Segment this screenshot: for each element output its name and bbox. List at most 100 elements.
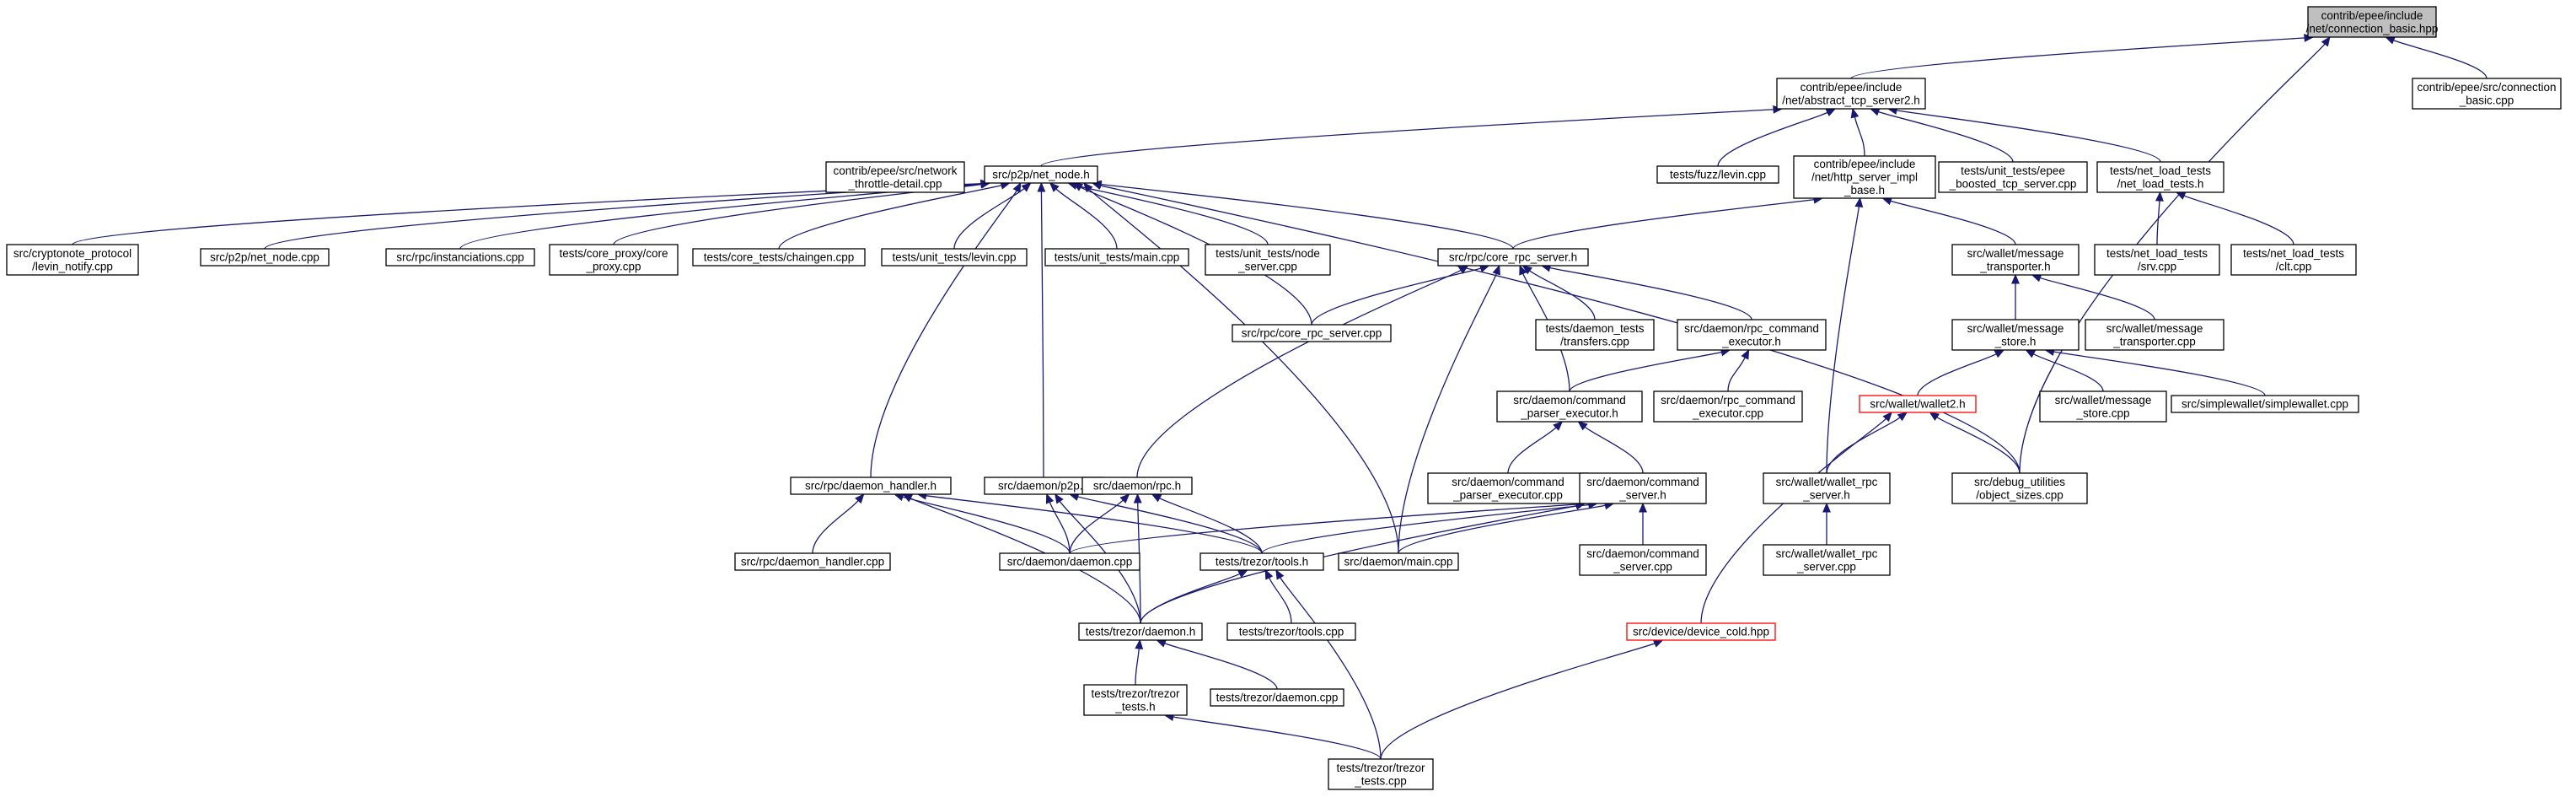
edge-object-sizes-cpp-to-wallet2-h [1929, 412, 2021, 474]
node-core-rpc-server-cpp[interactable]: src/rpc/core_rpc_server.cpp [1232, 324, 1392, 342]
node-chaingen-cpp[interactable]: tests/core_tests/chaingen.cpp [692, 248, 866, 267]
edge-core-rpc-server-h-to-net-node-h [1091, 180, 1514, 250]
arrowhead [1652, 639, 1664, 648]
node-label: _transporter.h [1979, 260, 2050, 272]
arrowhead [2385, 36, 2396, 45]
node-daemon-tests-transfers-cpp[interactable]: tests/daemon_tests/transfers.cpp [1535, 319, 1655, 351]
node-nlt-srv-cpp[interactable]: tests/net_load_tests/srv.cpp [2094, 244, 2220, 276]
node-daemon-rpc-h[interactable]: src/daemon/rpc.h [1081, 477, 1193, 495]
node-daemon-daemon-cpp[interactable]: src/daemon/daemon.cpp [999, 552, 1140, 571]
node-label: contrib/epee/include [2321, 9, 2423, 22]
node-trezor-daemon-h[interactable]: tests/trezor/daemon.h [1078, 622, 1203, 641]
node-label: tests/trezor/daemon.cpp [1216, 692, 1339, 704]
node-rpc-command-executor-cpp[interactable]: src/daemon/rpc_command_executor.cpp [1653, 390, 1803, 423]
node-net-load-tests-h[interactable]: tests/net_load_tests/net_load_tests.h [2096, 161, 2224, 193]
node-command-server-cpp[interactable]: src/daemon/command_server.cpp [1579, 544, 1707, 576]
node-trezor-tests-h[interactable]: tests/trezor/trezor_tests.h [1083, 684, 1188, 716]
node-box [999, 552, 1140, 571]
node-daemon-main-cpp[interactable]: src/daemon/main.cpp [1338, 552, 1459, 571]
node-label: /transfers.cpp [1560, 335, 1629, 347]
node-trezor-tests-cpp[interactable]: tests/trezor/trezor_tests.cpp [1328, 758, 1434, 790]
node-epee-boosted-tcp-server-cpp[interactable]: tests/unit_tests/epee_boosted_tcp_server… [1938, 161, 2088, 193]
node-box [1496, 390, 1643, 423]
node-message-store-cpp[interactable]: src/wallet/message_store.cpp [2039, 390, 2167, 423]
node-label: _server.cpp [1237, 260, 1297, 272]
node-device-cold-hpp[interactable]: src/device/device_cold.hpp [1626, 622, 1776, 641]
arrowhead [1822, 502, 1831, 513]
arrowhead [1119, 493, 1130, 504]
node-message-store-h[interactable]: src/wallet/message_store.h [1951, 319, 2080, 351]
node-fuzz-levin-cpp[interactable]: tests/fuzz/levin.cpp [1656, 165, 1779, 184]
node-label: _tests.cpp [1354, 774, 1407, 787]
node-message-transporter-h[interactable]: src/wallet/message_transporter.h [1951, 244, 2080, 276]
node-connection-basic-cpp[interactable]: contrib/epee/src/connection_basic.cpp [2412, 78, 2562, 110]
node-unit-levin-cpp[interactable]: tests/unit_tests/levin.cpp [881, 248, 1028, 267]
node-wallet-rpc-server-h[interactable]: src/wallet/wallet_rpc_server.h [1763, 472, 1891, 504]
node-daemon-handler-h[interactable]: src/rpc/daemon_handler.h [790, 477, 952, 495]
node-message-transporter-cpp[interactable]: src/wallet/message_transporter.cpp [2085, 319, 2224, 351]
edge-line [1584, 426, 1644, 474]
edge-line [1164, 643, 1278, 690]
node-label: src/wallet/wallet2.h [1870, 398, 1965, 411]
node-core-rpc-server-h[interactable]: src/rpc/core_rpc_server.h [1437, 248, 1589, 267]
edge-connection-basic-cpp-to-connection-basic-hpp [2385, 36, 2487, 79]
node-connection-basic-hpp[interactable]: contrib/epee/include/net/connection_basi… [2306, 6, 2439, 38]
node-trezor-tools-h[interactable]: tests/trezor/tools.h [1199, 552, 1324, 571]
node-simplewallet-cpp[interactable]: src/simplewallet/simplewallet.cpp [2171, 395, 2359, 413]
node-box [1951, 244, 2080, 276]
edge-line [613, 183, 982, 245]
node-label: tests/trezor/daemon.h [1086, 626, 1196, 638]
node-net-node-cpp[interactable]: src/p2p/net_node.cpp [200, 248, 330, 267]
node-command-server-h[interactable]: src/daemon/command_server.h [1579, 472, 1707, 504]
node-instanciations-cpp[interactable]: src/rpc/instanciations.cpp [385, 248, 535, 267]
node-wallet2-h[interactable]: src/wallet/wallet2.h [1859, 395, 1977, 413]
node-unit-main-cpp[interactable]: tests/unit_tests/main.cpp [1044, 248, 1189, 267]
edge-trezor-daemon-h-to-daemon-p2p-h [1055, 493, 1141, 624]
node-label: contrib/epee/src/network [833, 164, 957, 177]
node-daemon-p2p-h[interactable]: src/daemon/p2p.h [984, 477, 1103, 495]
node-box [1205, 244, 1331, 276]
node-box [1951, 319, 2080, 351]
node-command-parser-executor-cpp[interactable]: src/daemon/command_parser_executor.cpp [1427, 472, 1589, 504]
arrowhead [1882, 412, 1893, 423]
edge-line [1069, 499, 1124, 554]
arrowhead [1275, 568, 1285, 580]
edge-daemon-tests-transfers-cpp-to-core-rpc-server-h [1521, 265, 1596, 320]
node-daemon-handler-cpp[interactable]: src/rpc/daemon_handler.cpp [734, 552, 891, 571]
node-trezor-tools-cpp[interactable]: tests/trezor/tools.cpp [1226, 622, 1356, 641]
node-rpc-command-executor-h[interactable]: src/daemon/rpc_command_executor.h [1677, 319, 1827, 351]
node-trezor-daemon-cpp[interactable]: tests/trezor/daemon.cpp [1210, 688, 1344, 707]
arrowhead [1825, 108, 1837, 117]
node-box [1081, 477, 1193, 495]
arrowhead [1264, 568, 1274, 580]
node-box [1078, 622, 1203, 641]
edge-line [1100, 183, 1514, 250]
node-http-server-impl-base-h[interactable]: contrib/epee/include/net/http_server_imp… [1793, 155, 1936, 199]
node-label: tests/trezor/tools.h [1216, 556, 1308, 568]
node-network-throttle-detail-cpp[interactable]: contrib/epee/src/network_throttle-detail… [825, 161, 965, 193]
node-box [1626, 622, 1776, 641]
node-box [1859, 395, 1977, 413]
node-wallet-rpc-server-cpp[interactable]: src/wallet/wallet_rpc_server.cpp [1763, 544, 1891, 576]
edge-line [778, 185, 1002, 250]
node-object-sizes-cpp[interactable]: src/debug_utilities/object_sizes.cpp [1951, 472, 2088, 504]
edge-net-load-tests-h-to-abstract-tcp-server2-h [1886, 106, 2161, 163]
edge-rpc-command-executor-cpp-to-rpc-command-executor-h [1727, 348, 1750, 392]
node-nlt-clt-cpp[interactable]: tests/net_load_tests/clt.cpp [2230, 244, 2357, 276]
node-box [1199, 552, 1324, 571]
node-label: /net/connection_basic.hpp [2306, 22, 2439, 35]
edge-trezor-tools-h-to-daemon-handler-h [916, 491, 1263, 554]
edge-trezor-daemon-h-to-trezor-tools-h [1140, 569, 1248, 624]
node-net-node-h[interactable]: src/p2p/net_node.h [984, 165, 1098, 184]
edge-line [1269, 577, 1292, 624]
node-node-server-cpp[interactable]: tests/unit_tests/node_server.cpp [1205, 244, 1331, 276]
edge-line [2053, 351, 2266, 396]
edge-daemon-daemon-cpp-to-command-server-h [1069, 500, 1586, 554]
node-abstract-tcp-server2-h[interactable]: contrib/epee/include/net/abstract_tcp_se… [1776, 78, 1926, 110]
node-command-parser-executor-h[interactable]: src/daemon/command_parser_executor.h [1496, 390, 1643, 423]
node-core-proxy-cpp[interactable]: tests/core_proxy/core_proxy.cpp [549, 244, 679, 276]
node-label: _server.h [1618, 488, 1666, 501]
edge-object-sizes-cpp-to-net-node-h [1091, 181, 2021, 474]
node-levin-notify-cpp[interactable]: src/cryptonote_protocol/levin_notify.cpp [6, 244, 139, 276]
edge-trezor-daemon-cpp-to-trezor-daemon-h [1156, 639, 1278, 690]
